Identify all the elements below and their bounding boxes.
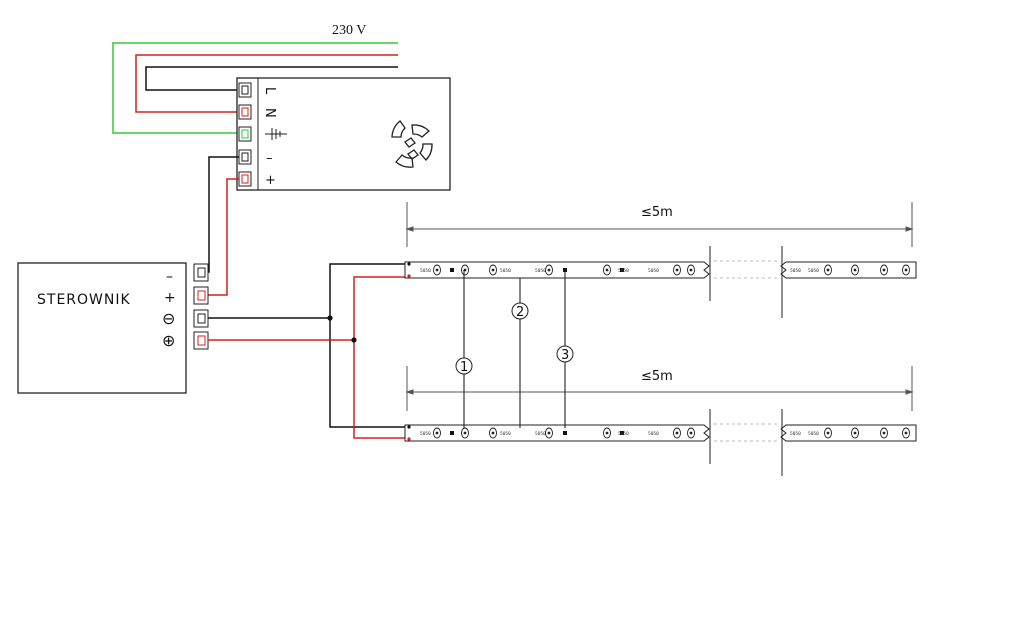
led-strip-top: 5050 5050 5050 5050 5050 5050 5050 <box>404 261 917 279</box>
chip-label: 5050 <box>808 268 819 274</box>
chip-label: 5050 <box>790 268 801 274</box>
dc-plus-wire <box>207 178 239 296</box>
dc-minus-wire <box>199 156 239 273</box>
channel-marker-2: 2 <box>511 302 529 320</box>
junction-dot <box>327 315 333 321</box>
controller-term-label: – <box>166 269 173 285</box>
earth-symbol-icon <box>265 128 287 140</box>
output-wires <box>208 263 405 439</box>
psu-terminal-label: + <box>265 173 276 188</box>
psu-terminal-label: N <box>262 108 277 118</box>
fan-icon <box>391 120 433 168</box>
length-label-top: ≤5m <box>641 205 673 220</box>
channel-marker-label: 2 <box>516 305 524 320</box>
chip-label: 5050 <box>648 268 659 274</box>
dimension-lines <box>405 202 914 411</box>
channel-marker-1: 1 <box>455 357 473 375</box>
mains-voltage-label: 230 V <box>332 23 366 38</box>
controller-term-label: ⊕ <box>162 331 175 350</box>
psu-terminal-label: L <box>262 87 277 95</box>
chip-label: 5050 <box>420 431 431 437</box>
chip-label: 5050 <box>808 431 819 437</box>
out-plus-bus <box>353 276 405 439</box>
resistor <box>620 268 624 272</box>
controller-term-label: + <box>164 290 176 306</box>
psu-terminal-label: – <box>266 151 273 166</box>
pad-minus <box>407 425 411 429</box>
pad-plus <box>407 437 411 441</box>
channel-lines <box>463 270 566 428</box>
chip-label: 5050 <box>790 431 801 437</box>
pad-minus <box>407 262 411 266</box>
channel-marker-3: 3 <box>556 345 574 363</box>
out-minus-bus <box>329 263 405 428</box>
psu-terminal-L: L <box>238 82 277 98</box>
live-wire-in <box>135 54 398 113</box>
mains-wires <box>112 42 398 134</box>
junction-dot <box>351 337 357 343</box>
chip-label: 5050 <box>500 268 511 274</box>
chip-label: 5050 <box>535 268 546 274</box>
channel-marker-label: 1 <box>460 360 468 375</box>
length-label-bottom: ≤5m <box>641 369 673 384</box>
resistor <box>563 431 567 435</box>
controller-body <box>17 262 187 394</box>
resistor <box>450 268 454 272</box>
controller-term-label: ⊖ <box>162 309 175 328</box>
power-supply: L N – + <box>236 77 451 191</box>
psu-terminal-earth <box>238 126 287 142</box>
chip-label: 5050 <box>618 268 629 274</box>
controller: STEROWNIK – + ⊖ ⊕ <box>17 262 209 394</box>
strip-break-markers <box>709 246 783 476</box>
resistor <box>620 431 624 435</box>
chip-label: 5050 <box>618 431 629 437</box>
neutral-wire-in <box>145 66 398 91</box>
psu-terminal-N: N <box>238 104 277 120</box>
channel-marker-label: 3 <box>561 348 569 363</box>
chip-label: 5050 <box>500 431 511 437</box>
controller-label: STEROWNIK <box>37 292 131 308</box>
pad-plus <box>407 274 411 278</box>
psu-terminal-plus: + <box>238 171 276 188</box>
earth-wire <box>112 42 398 134</box>
chip-label: 5050 <box>648 431 659 437</box>
resistor <box>450 431 454 435</box>
controller-terminal-block <box>193 263 209 350</box>
chip-label: 5050 <box>535 431 546 437</box>
chip-label: 5050 <box>420 268 431 274</box>
led-strip-bottom: 5050 5050 5050 5050 5050 5050 5050 <box>404 424 917 442</box>
